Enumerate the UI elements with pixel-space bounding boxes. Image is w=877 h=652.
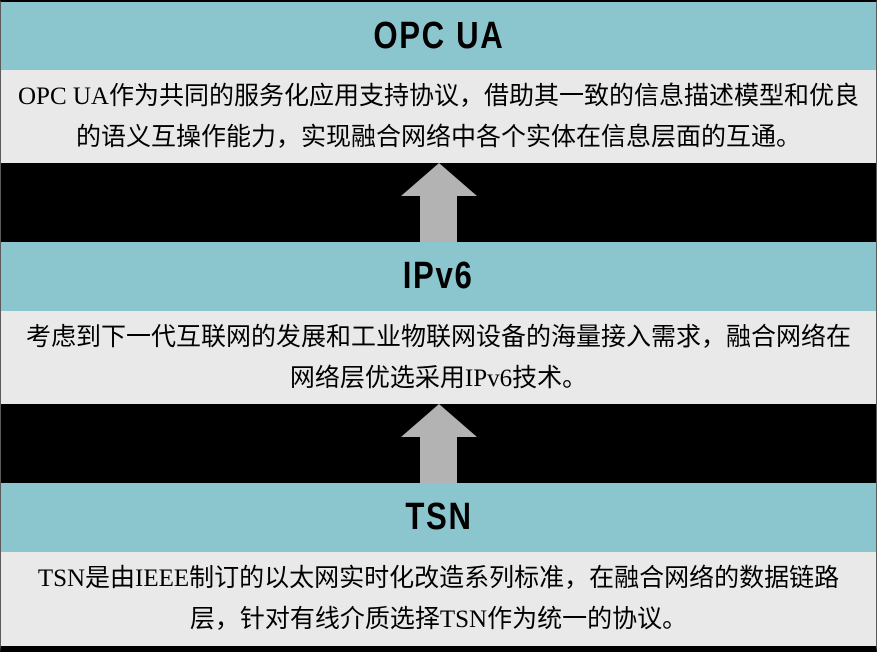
layer-description-ipv6: 考虑到下一代互联网的发展和工业物联网设备的海量接入需求，融合网络在网络层优选采用… [25, 323, 851, 392]
layer-description-opc-ua: OPC UA作为共同的服务化应用支持协议，借助其一致的信息描述模型和优良的语义互… [18, 82, 859, 151]
layer-title-ipv6: IPv6 [403, 255, 474, 297]
up-arrow-icon [400, 163, 477, 242]
up-arrow-head [400, 404, 477, 437]
up-arrow-shaft [420, 437, 457, 483]
up-arrow-icon [400, 404, 477, 483]
layer-title-opc-ua: OPC UA [372, 14, 505, 57]
up-arrow-shaft [420, 196, 457, 242]
layer-title-tsn: TSN [404, 496, 473, 538]
layer-header-opc-ua: OPC UA [1, 2, 876, 70]
layer-description-band-opc-ua: OPC UA作为共同的服务化应用支持协议，借助其一致的信息描述模型和优良的语义互… [1, 70, 876, 163]
layer-header-ipv6: IPv6 [1, 242, 876, 311]
up-arrow-head [400, 163, 477, 196]
separator-band-1 [1, 163, 876, 242]
layer-description-band-ipv6: 考虑到下一代互联网的发展和工业物联网设备的海量接入需求，融合网络在网络层优选采用… [1, 311, 876, 404]
layer-description-tsn: TSN是由IEEE制订的以太网实时化改造系列标准，在融合网络的数据链路层，针对有… [37, 565, 840, 633]
layer-description-band-tsn: TSN是由IEEE制订的以太网实时化改造系列标准，在融合网络的数据链路层，针对有… [1, 552, 876, 646]
layer-header-tsn: TSN [1, 483, 876, 552]
separator-band-2 [1, 404, 876, 483]
